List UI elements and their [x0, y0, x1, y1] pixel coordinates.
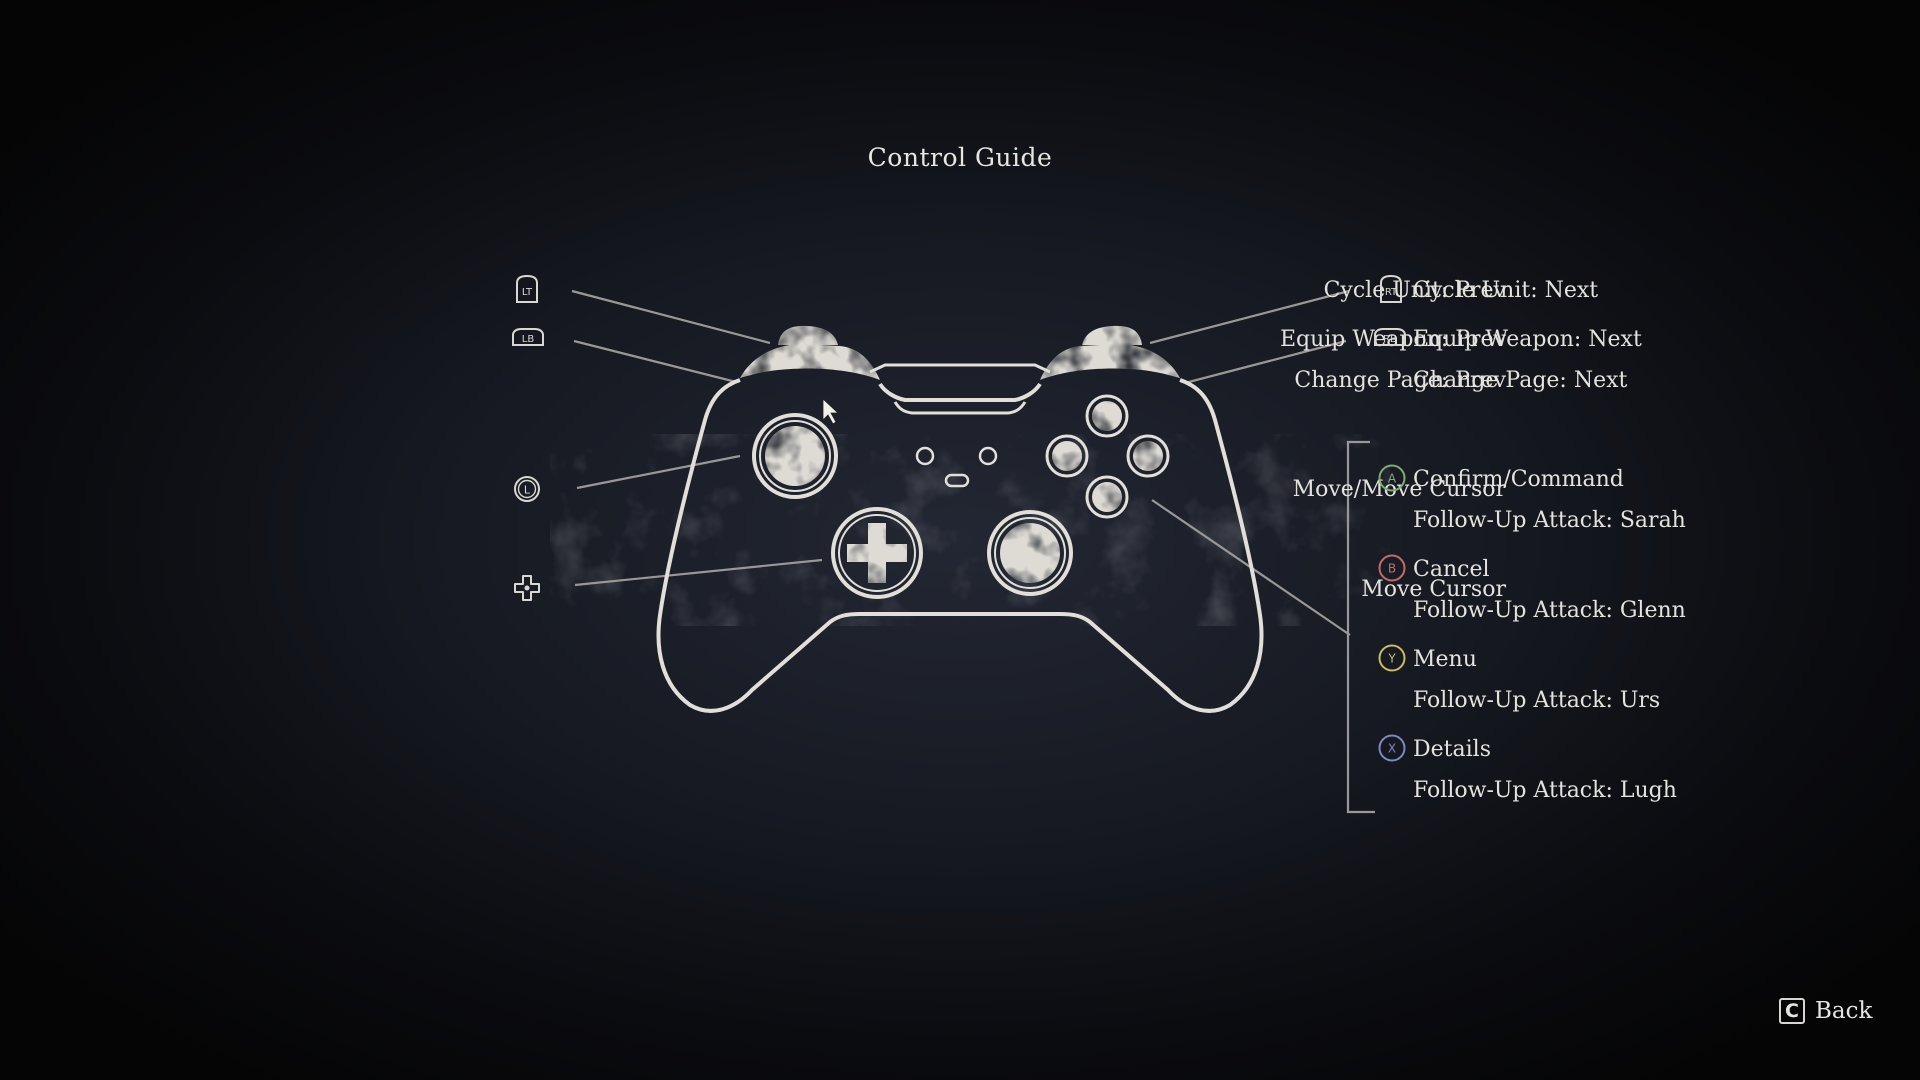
label-follow-up-urs: Follow-Up Attack: Urs [1413, 688, 1661, 713]
back-label: Back [1815, 998, 1873, 1024]
rt-trigger-icon: RT [1380, 274, 1402, 303]
b-button-icon: B [1378, 554, 1406, 582]
svg-text:X: X [1388, 742, 1396, 756]
back-button[interactable]: C Back [1779, 995, 1872, 1027]
svg-text:Y: Y [1387, 652, 1396, 666]
lb-bumper-icon: LB [512, 328, 544, 346]
rb-bumper-icon: RB [1374, 328, 1406, 346]
label-move-cursor-dpad: Move Cursor [1361, 577, 1506, 602]
dpad-icon [514, 575, 540, 601]
label-follow-up-glenn: Follow-Up Attack: Glenn [1413, 598, 1686, 623]
left-stick-icon: L [514, 476, 540, 502]
label-menu: Menu [1413, 647, 1477, 672]
label-equip-weapon-next: Equip Weapon: Next [1413, 327, 1642, 352]
svg-text:B: B [1388, 562, 1396, 576]
svg-text:A: A [1388, 472, 1397, 486]
leader-lines [571, 289, 1375, 814]
svg-text:RB: RB [1383, 334, 1397, 345]
label-equip-weapon-prev: Equip Weapon: Prev [1279, 327, 1506, 352]
label-follow-up-lugh: Follow-Up Attack: Lugh [1413, 778, 1677, 803]
label-change-page-prev: Change Page: Prev [1294, 368, 1506, 393]
y-button-icon: Y [1378, 644, 1406, 672]
svg-text:RT: RT [1385, 287, 1398, 298]
label-cycle-unit-next: Cycle Unit: Next [1413, 278, 1599, 303]
page-title: Control Guide [867, 143, 1053, 172]
label-details: Details [1413, 737, 1491, 762]
label-confirm-command: Confirm/Command [1413, 467, 1624, 492]
label-follow-up-sarah: Follow-Up Attack: Sarah [1413, 508, 1686, 533]
label-cycle-unit-prev: Cycle Unit: Prev [1323, 278, 1506, 303]
label-move-cursor-stick: Move/Move Cursor [1292, 477, 1506, 502]
label-change-page-next: Change Page: Next [1413, 368, 1628, 393]
c-key-icon: C [1779, 998, 1805, 1024]
mouse-cursor-icon [822, 398, 840, 425]
svg-text:LT: LT [522, 287, 533, 298]
label-cancel: Cancel [1413, 557, 1490, 582]
svg-text:LB: LB [522, 334, 535, 345]
lt-trigger-icon: LT [516, 274, 538, 303]
svg-text:L: L [524, 484, 531, 497]
a-button-icon: A [1378, 464, 1406, 492]
x-button-icon: X [1378, 734, 1406, 762]
